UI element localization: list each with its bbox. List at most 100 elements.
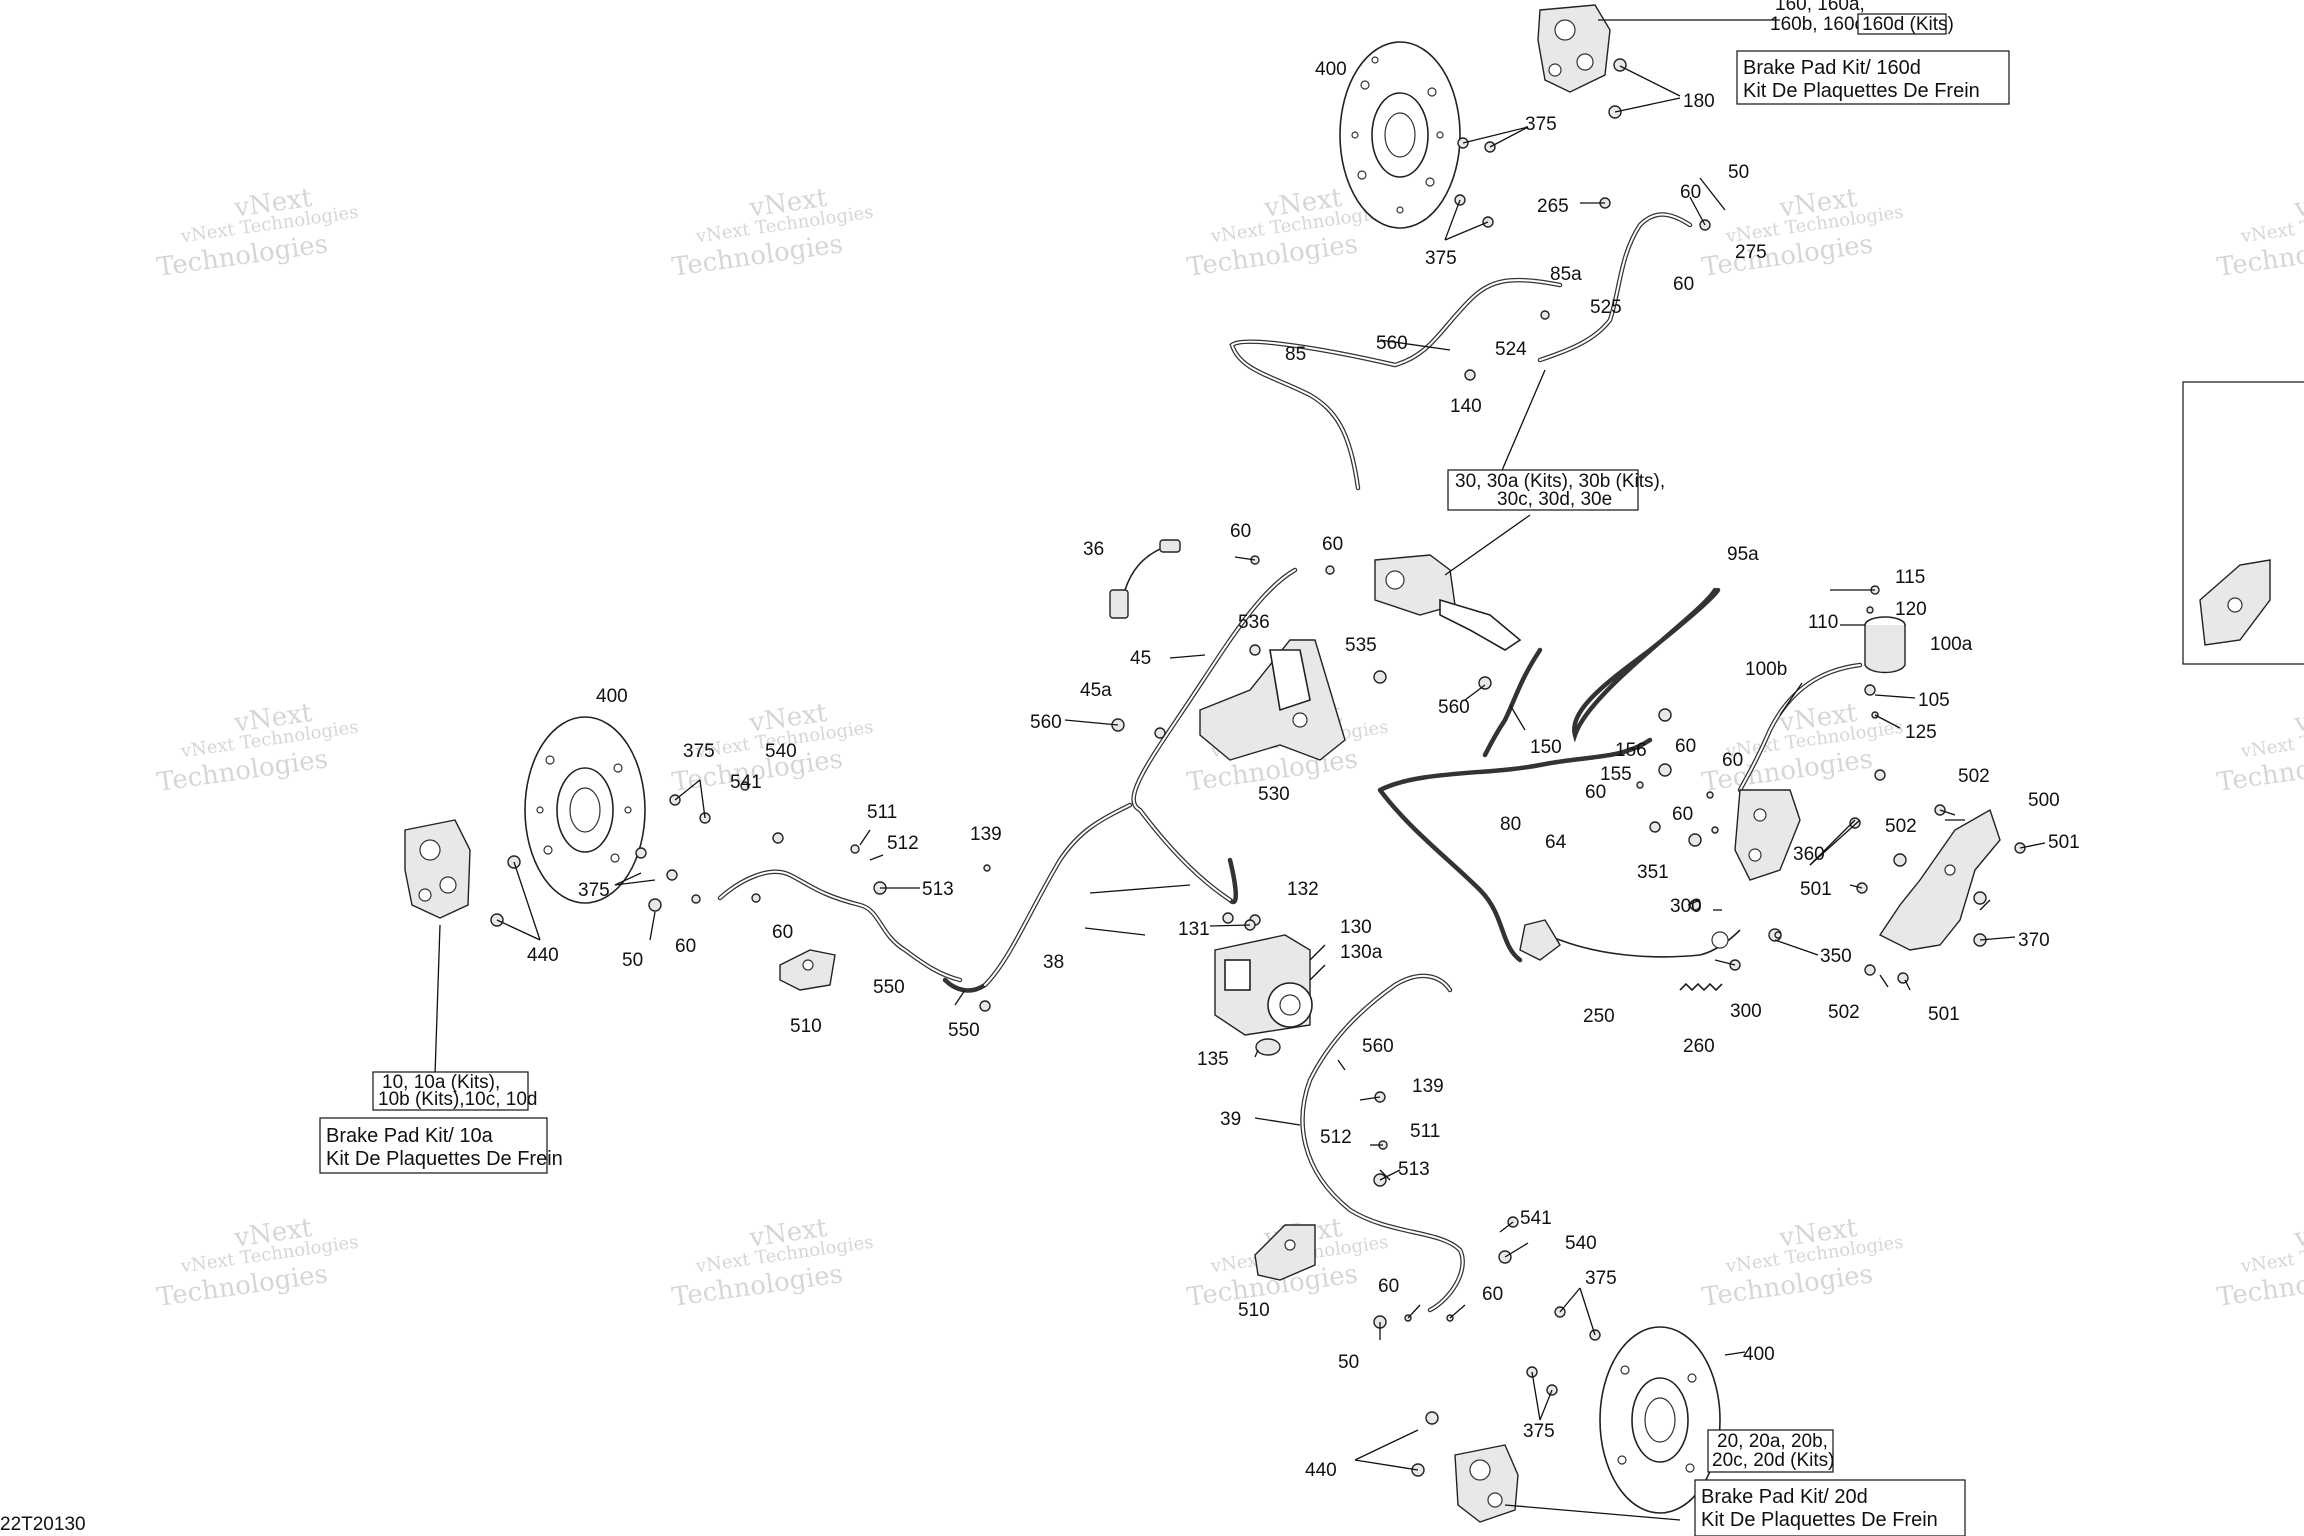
callout: 45 xyxy=(1130,648,1151,669)
callout: 524 xyxy=(1495,339,1527,360)
callout: 400 xyxy=(1315,59,1347,80)
callout: 39 xyxy=(1220,1109,1241,1130)
callout: 140 xyxy=(1450,396,1482,417)
bracket-530 xyxy=(1199,639,1346,761)
callout: 351 xyxy=(1637,862,1669,883)
brake-caliper-front-left xyxy=(404,819,471,919)
ref-box-caliper-10: 10, 10a (Kits), 10b (Kits),10c, 10d xyxy=(372,1071,537,1111)
watermark: vNext Technologies vNext Technologies xyxy=(155,183,360,283)
diagram-code: 22T20130 xyxy=(0,1514,86,1535)
callout: 360 xyxy=(1793,844,1825,865)
watermark: vNext Technologies vNext Technologies xyxy=(1700,1213,1905,1313)
rear-master-cylinder xyxy=(1734,789,1801,881)
watermark: vNext Technologies vNext Technologies xyxy=(670,183,875,283)
callout: 50 xyxy=(1728,162,1749,183)
callout: 38 xyxy=(1043,952,1064,973)
callout: 60 xyxy=(1680,182,1701,203)
callout: 130 xyxy=(1340,917,1372,938)
callout: 36 xyxy=(1083,539,1104,560)
callout: 375 xyxy=(1585,1268,1617,1289)
brake-pedal-250 xyxy=(1519,919,1741,961)
callout: 120 xyxy=(1895,599,1927,620)
callout: 530 xyxy=(1258,784,1290,805)
callout: 540 xyxy=(765,741,797,762)
callout: 501 xyxy=(1800,879,1832,900)
brake-caliper-rear xyxy=(1454,1444,1519,1523)
callout: 131 xyxy=(1178,919,1210,940)
bracket-500 xyxy=(1878,808,2001,951)
callout: 60 xyxy=(1585,782,1606,803)
brake-caliper-top xyxy=(1537,4,1611,93)
watermark: vNext Technologies vNext Technologies xyxy=(670,1213,875,1313)
svg-text:160b, 160c,: 160b, 160c, xyxy=(1770,14,1869,35)
callout: 560 xyxy=(1438,697,1470,718)
svg-text:Kit De Plaquettes De Frein: Kit De Plaquettes De Frein xyxy=(1743,80,1980,102)
callout: 375 xyxy=(683,741,715,762)
watermark: vNext Technologies vNext Technologies xyxy=(2215,698,2304,798)
callout: 501 xyxy=(2048,832,2080,853)
callout: 502 xyxy=(1958,766,1990,787)
brake-lines xyxy=(717,212,2304,1313)
svg-text:20, 20a, 20b,: 20, 20a, 20b, xyxy=(1717,1431,1828,1452)
callout: 60 xyxy=(1378,1276,1399,1297)
svg-text:30c, 30d, 30e: 30c, 30d, 30e xyxy=(1497,489,1612,510)
svg-text:Brake Pad Kit/ 10a: Brake Pad Kit/ 10a xyxy=(326,1125,494,1147)
callout: 400 xyxy=(596,686,628,707)
callout: 60 xyxy=(1722,750,1743,771)
watermark: vNext Technologies vNext Technologies xyxy=(2215,183,2304,283)
callout: 95a xyxy=(1727,544,1759,565)
callout: 500 xyxy=(2028,790,2060,811)
callout: 250 xyxy=(1583,1006,1615,1027)
brake-line-85a xyxy=(1537,212,1693,363)
callout: 85a xyxy=(1550,264,1582,285)
kit-box-front-right: Brake Pad Kit/ 160d Kit De Plaquettes De… xyxy=(1736,50,2010,105)
callout: 100a xyxy=(1930,634,1973,655)
callout: 512 xyxy=(1320,1127,1352,1148)
master-cylinder xyxy=(1374,554,1522,651)
callout: 100b xyxy=(1745,659,1787,680)
callout: 125 xyxy=(1905,722,1937,743)
svg-text:vNext: vNext xyxy=(2292,698,2304,739)
callout: 541 xyxy=(730,772,762,793)
svg-text:20c, 20d (Kits): 20c, 20d (Kits) xyxy=(1712,1450,1835,1471)
callout: 80 xyxy=(1500,814,1521,835)
callout: 513 xyxy=(1398,1159,1430,1180)
callout: 156 xyxy=(1615,740,1647,761)
callout: 115 xyxy=(1895,567,1925,588)
brake-hose-95a xyxy=(1572,587,1721,743)
reservoir-100a xyxy=(1864,616,1906,674)
callout: 502 xyxy=(1828,1002,1860,1023)
svg-text:Brake Pad Kit/ 160d: Brake Pad Kit/ 160d xyxy=(1743,57,1921,79)
ref-box-master-30: 30, 30a (Kits), 30b (Kits), 30c, 30d, 30… xyxy=(1447,469,1665,511)
callout: 375 xyxy=(1525,114,1557,135)
svg-text:10b (Kits),10c, 10d: 10b (Kits),10c, 10d xyxy=(378,1089,537,1110)
svg-text:vNext: vNext xyxy=(2292,183,2304,224)
callout: 540 xyxy=(1565,1233,1597,1254)
callout: 139 xyxy=(970,824,1002,845)
svg-text:Kit De Plaquettes De Frein: Kit De Plaquettes De Frein xyxy=(326,1148,563,1170)
watermark: vNext Technologies vNext Technologies xyxy=(2215,1213,2304,1313)
callout: 50 xyxy=(622,950,643,971)
callout: 85 xyxy=(1285,344,1306,365)
callout: 132 xyxy=(1287,879,1319,900)
svg-text:Kit De Plaquettes De Frein: Kit De Plaquettes De Frein xyxy=(1701,1509,1938,1531)
brake-hose-150 xyxy=(1482,647,1543,758)
callout: 512 xyxy=(887,833,919,854)
callout: 60 xyxy=(1673,274,1694,295)
kit-box-front-left: Brake Pad Kit/ 10a Kit De Plaquettes De … xyxy=(319,1117,563,1174)
callout: 560 xyxy=(1362,1036,1394,1057)
callout: 60 xyxy=(1230,521,1251,542)
svg-text:10, 10a (Kits),: 10, 10a (Kits), xyxy=(382,1072,500,1093)
brake-line-80 xyxy=(1377,737,1653,963)
parts xyxy=(404,4,2304,1523)
callout: 150 xyxy=(1530,737,1562,758)
ref-box-caliper-160: 160, 160a, 160b, 160c, 160d (Kits) xyxy=(1770,0,1954,35)
callout: 50 xyxy=(1338,1352,1359,1373)
callout: 60 xyxy=(675,936,696,957)
callout: 60 xyxy=(1482,1284,1503,1305)
callout: 64 xyxy=(1545,832,1567,853)
brake-line-85 xyxy=(1229,277,1563,491)
watermark: vNext Technologies vNext Technologies xyxy=(1700,698,1905,798)
callout: 60 xyxy=(1672,804,1693,825)
